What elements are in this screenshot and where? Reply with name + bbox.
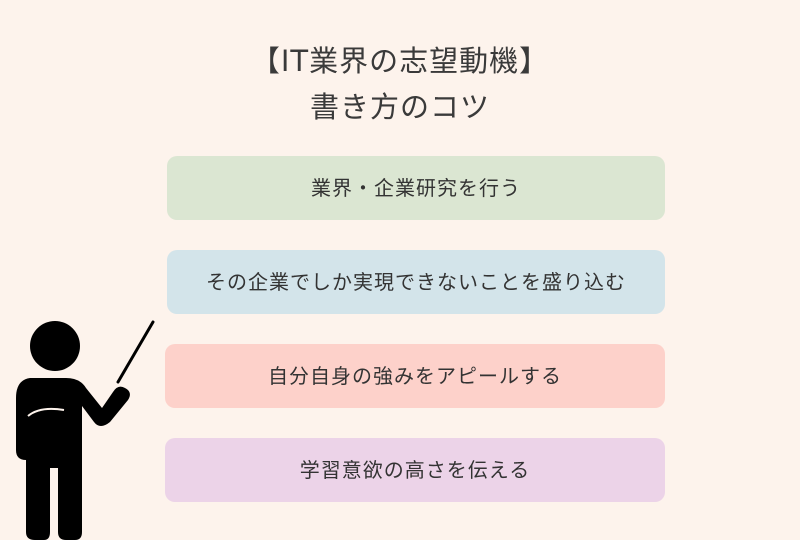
- tip-box-strengths: 自分自身の強みをアピールする: [165, 344, 665, 408]
- tip-box-unique-value: その企業でしか実現できないことを盛り込む: [167, 250, 665, 314]
- tip-text: 自分自身の強みをアピールする: [268, 364, 562, 388]
- tip-text: 業界・企業研究を行う: [311, 176, 521, 200]
- teacher-with-pointer-icon: [16, 320, 155, 540]
- page-title: 【IT業界の志望動機】 書き方のコツ: [0, 38, 800, 130]
- tip-text: その企業でしか実現できないことを盛り込む: [206, 270, 626, 294]
- tip-box-motivation: 学習意欲の高さを伝える: [165, 438, 665, 502]
- tip-text: 学習意欲の高さを伝える: [299, 458, 531, 482]
- page-title-line2: 書き方のコツ: [309, 90, 490, 124]
- tip-box-research: 業界・企業研究を行う: [167, 156, 665, 220]
- page-title-line1: 【IT業界の志望動機】: [250, 44, 550, 78]
